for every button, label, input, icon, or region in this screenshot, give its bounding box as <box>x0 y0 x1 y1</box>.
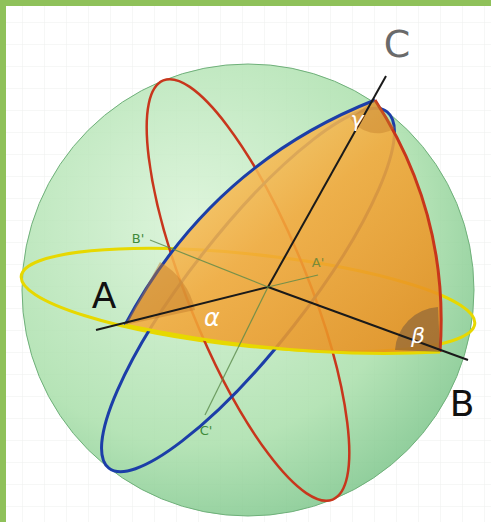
diagram-stage <box>6 6 491 522</box>
vertex-label: A <box>92 278 117 314</box>
angle-label: γ <box>350 109 363 131</box>
antipode-label: B' <box>132 232 145 245</box>
angle-label: α <box>204 306 220 330</box>
angle-label: β <box>411 325 425 347</box>
vertex-label: B <box>450 386 475 422</box>
antipode-label: A' <box>312 256 324 269</box>
vertex-label: C <box>384 25 411 63</box>
antipode-label: C' <box>200 424 213 437</box>
sphere-illustration <box>6 6 491 522</box>
